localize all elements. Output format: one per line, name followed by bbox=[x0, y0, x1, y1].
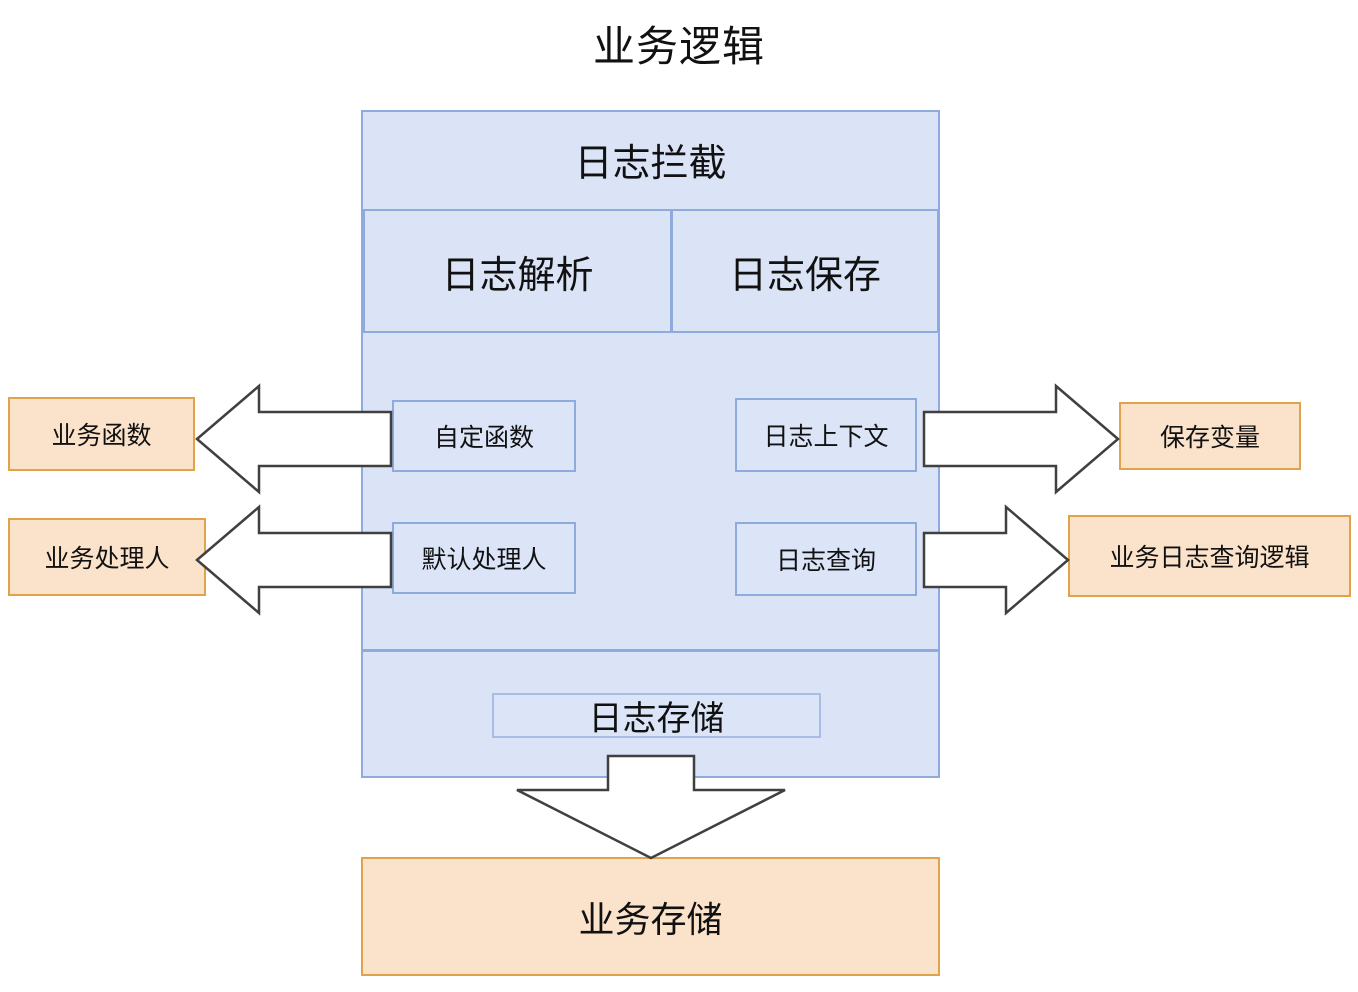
arrow-left-custom-function-icon bbox=[195, 383, 393, 495]
biz-log-query-box: 业务日志查询逻辑 bbox=[1068, 515, 1351, 597]
log-context-box: 日志上下文 bbox=[735, 398, 917, 472]
biz-function-box: 业务函数 bbox=[8, 397, 195, 471]
arrow-left-default-handler-icon bbox=[195, 504, 393, 616]
custom-function-box: 自定函数 bbox=[392, 400, 576, 472]
page-title: 业务逻辑 bbox=[592, 23, 765, 70]
log-save-cell: 日志保存 bbox=[671, 209, 939, 333]
log-intercept-band: 日志拦截 bbox=[574, 143, 727, 185]
biz-handler-box: 业务处理人 bbox=[8, 518, 206, 596]
log-query-box: 日志查询 bbox=[735, 522, 917, 596]
log-storage-box: 日志存储 bbox=[492, 693, 821, 738]
arrow-down-log-storage-icon bbox=[516, 754, 786, 860]
default-handler-box: 默认处理人 bbox=[392, 522, 576, 594]
arrow-right-log-context-icon bbox=[922, 383, 1120, 495]
biz-storage-box: 业务存储 bbox=[361, 857, 940, 976]
panel-divider bbox=[363, 649, 938, 652]
save-variable-box: 保存变量 bbox=[1119, 402, 1301, 470]
arrow-right-log-query-icon bbox=[922, 504, 1070, 616]
log-parse-cell: 日志解析 bbox=[363, 209, 672, 333]
